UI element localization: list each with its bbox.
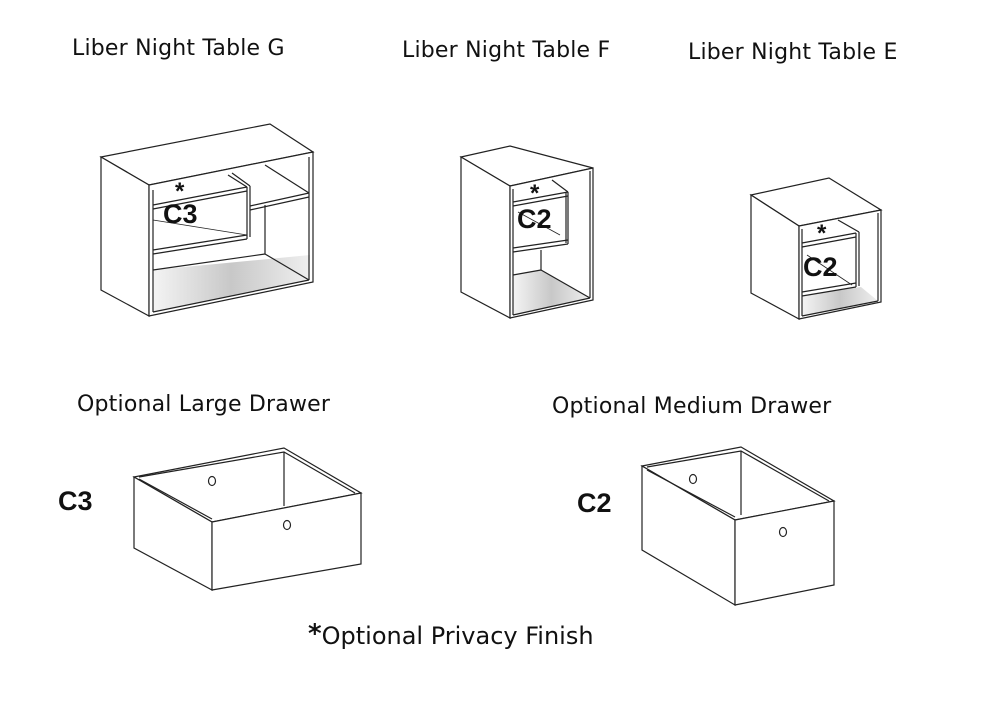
drawer-code-e: C2 [803,252,838,282]
privacy-mark-e: * [817,220,827,247]
medium-drawer-drawing [640,446,836,607]
footnote: *Optional Privacy Finish [308,619,594,652]
night-table-e-drawing [749,177,883,321]
night-table-g-drawing [99,123,315,318]
privacy-mark-f: * [530,180,540,207]
large-drawer-drawing [132,447,363,592]
medium-drawer-code: C2 [577,488,612,518]
footnote-text: Optional Privacy Finish [321,622,594,650]
title-medium-drawer: Optional Medium Drawer [552,394,832,419]
drawer-code-f: C2 [517,204,552,234]
privacy-mark-g: * [175,178,185,205]
footnote-mark: * [308,619,322,649]
title-night-table-f: Liber Night Table F [402,38,611,63]
night-table-f-drawing [459,145,594,319]
title-night-table-e: Liber Night Table E [688,40,898,65]
large-drawer-code: C3 [58,486,93,516]
title-night-table-g: Liber Night Table G [72,36,285,61]
drawer-code-g: C3 [163,199,198,229]
title-large-drawer: Optional Large Drawer [77,392,331,417]
